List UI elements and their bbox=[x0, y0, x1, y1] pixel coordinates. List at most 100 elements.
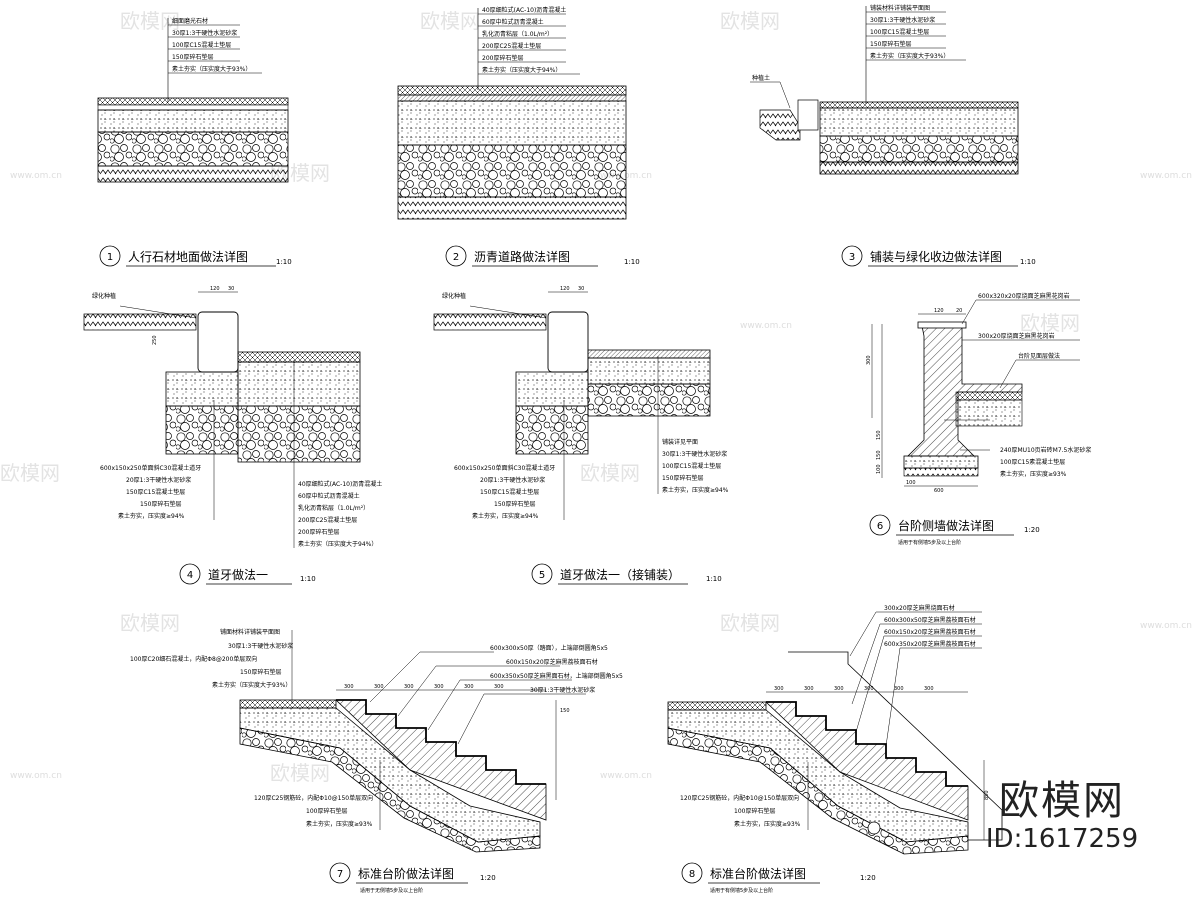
watermark-text: 欧模网 bbox=[420, 9, 480, 33]
layer-label: 600x350x20厚芝麻黑荔枝面石材 bbox=[884, 640, 976, 648]
layer-label: 240厚MU10页岩砖M7.5水泥砂浆 bbox=[1000, 446, 1091, 454]
dim-label: 30 bbox=[578, 286, 584, 292]
brand-id: ID:1617259 bbox=[985, 824, 1139, 854]
watermark-text: 欧模网 bbox=[120, 611, 180, 635]
detail-scale: 1:20 bbox=[860, 874, 876, 882]
wall-section bbox=[907, 325, 1023, 457]
layer-labels-left: 铺面材料详铺装平面图 30厚1:3干硬性水泥砂浆 100厚C20细石混凝土，内配… bbox=[130, 628, 293, 704]
layer-label: 素土夯实，压实度≥94% bbox=[472, 512, 539, 520]
watermark-url: www.om.cn bbox=[10, 771, 62, 781]
watermark-url: www.om.cn bbox=[600, 771, 652, 781]
layer-label: 300x20厚烧面芝麻黑花岗岩 bbox=[978, 332, 1055, 340]
layer-label: 100厚C15混凝土垫层 bbox=[172, 41, 231, 49]
detail-subtitle: 适用于无侧墙5步及以上台阶 bbox=[360, 887, 423, 894]
layer-label: 30厚1:3干硬性水泥砂浆 bbox=[228, 642, 293, 650]
dim-label: 300 bbox=[866, 355, 872, 365]
detail-title: 道牙做法一 bbox=[208, 567, 268, 582]
dim-label: 300 bbox=[344, 684, 354, 690]
watermark-text: 欧模网 bbox=[0, 461, 60, 485]
watermark-url: www.om.cn bbox=[10, 171, 62, 181]
note-label: 绿化种植 bbox=[92, 292, 116, 300]
layer-label: 150厚碎石垫层 bbox=[662, 474, 703, 482]
layer-label: 150厚碎石垫层 bbox=[870, 40, 911, 48]
dim-label: 120 bbox=[934, 308, 944, 314]
layer-labels-left: 600x150x250单面斜C30混凝土道牙 20厚1:3干硬性水泥砂浆 150… bbox=[100, 400, 215, 520]
detail-subtitle: 适用于有侧墙5步及以上台阶 bbox=[898, 539, 961, 546]
layer-label: 素土夯实（压实度大于93%） bbox=[870, 52, 949, 60]
layer-label: 乳化沥青粘层（1.0L/m²） bbox=[298, 504, 369, 512]
layer-label: 20厚1:3干硬性水泥砂浆 bbox=[126, 476, 191, 484]
dim-label: 100 bbox=[876, 464, 882, 474]
detail-4-curb: 120 30 250 绿化种植 600x150x250单面斜C30混凝土道牙 2… bbox=[83, 286, 382, 585]
detail-subtitle: 适用于有侧墙5步及以上台阶 bbox=[710, 887, 773, 894]
layer-label: 100厚C15混凝土垫层 bbox=[870, 28, 929, 36]
layer-label: 150厚碎石垫层 bbox=[172, 53, 213, 61]
brand-name: 欧模网 bbox=[999, 778, 1125, 824]
layer-label: 600x150x250单面斜C30混凝土道牙 bbox=[100, 464, 201, 472]
detail-number: 2 bbox=[453, 252, 459, 263]
detail-title: 人行石材地面做法详图 bbox=[128, 249, 248, 264]
layer-label: 200厚碎石垫层 bbox=[298, 528, 339, 536]
concrete-layer bbox=[97, 109, 289, 133]
detail-3-paving-edge: 种植土 铺装材料详铺装平面图 30厚1:3干硬性水泥砂浆 100厚C15混凝土垫… bbox=[750, 4, 1036, 267]
layer-label: 100厚C15混凝土垫层 bbox=[662, 462, 721, 470]
dim-label: 120 bbox=[560, 286, 570, 292]
dim-label: 600 bbox=[934, 488, 944, 494]
detail-number: 1 bbox=[107, 252, 113, 263]
layer-label: 素土夯实，压实度≥94% bbox=[118, 512, 185, 520]
dim-label: 300 bbox=[374, 684, 384, 690]
layer-label: 100厚碎石垫层 bbox=[306, 807, 347, 815]
section-marker bbox=[867, 821, 881, 835]
detail-scale: 1:10 bbox=[1020, 258, 1036, 266]
dim-label: 300 bbox=[804, 686, 814, 692]
layer-label: 铺面材料详铺装平面图 bbox=[220, 628, 280, 636]
dim-label: 100 bbox=[906, 480, 916, 486]
detail-title: 标准台阶做法详图 bbox=[358, 866, 454, 881]
layer-label: 素土夯实，压实度≥94% bbox=[662, 486, 729, 494]
layer-label: 素土夯实（压实度大于94%） bbox=[298, 540, 377, 548]
detail-number-circle bbox=[99, 245, 121, 267]
layer-labels: 40厚细粒式(AC-10)沥青混凝土 60厚中粒式沥青混凝土 乳化沥青粘层（1.… bbox=[478, 6, 580, 75]
dim-label: 20 bbox=[956, 308, 962, 314]
layer-label: 铺装材料详铺装平面图 bbox=[870, 4, 930, 12]
watermark-text: 欧模网 bbox=[270, 761, 330, 785]
layer-labels: 细面磨光石材 30厚1:3干硬性水泥砂浆 100厚C15混凝土垫层 150厚碎石… bbox=[168, 17, 262, 74]
watermark-url: www.om.cn bbox=[740, 321, 792, 331]
dim-label: 850 bbox=[984, 790, 990, 800]
detail-number: 3 bbox=[849, 252, 855, 263]
layer-label: 乳化沥青粘层（1.0L/m²） bbox=[482, 30, 553, 38]
detail-title: 铺装与绿化收边做法详图 bbox=[870, 249, 1002, 264]
curb-stone bbox=[197, 311, 239, 373]
dim-label: 300 bbox=[774, 686, 784, 692]
dim-label: 300 bbox=[434, 684, 444, 690]
watermark-text: 欧模网 bbox=[1020, 311, 1080, 335]
layer-label: 150厚碎石垫层 bbox=[494, 500, 535, 508]
layer-label: 600x150x20厚芝麻黑荔枝面石材 bbox=[884, 628, 976, 636]
dim-label: 150 bbox=[876, 430, 882, 440]
detail-6-step-wall: 300 150 150 100 120 20 100 600 600x320x2… bbox=[866, 292, 1091, 546]
detail-8-standard-steps-wall: 300 300 300 300 300 300 850 300x20厚芝麻黑烧面… bbox=[667, 604, 1003, 894]
layer-label: 200厚碎石垫层 bbox=[482, 54, 523, 62]
detail-scale: 1:10 bbox=[706, 575, 722, 583]
layer-labels-left: 600x150x250单面斜C30混凝土道牙 20厚1:3干硬性水泥砂浆 150… bbox=[454, 400, 565, 520]
brand-logo: 欧模网 ID:1617259 bbox=[962, 778, 1162, 854]
mortar-layer bbox=[97, 104, 289, 111]
layer-label: 60厚中粒式沥青混凝土 bbox=[298, 492, 360, 500]
layer-label: 300x20厚芝麻黑烧面石材 bbox=[884, 604, 955, 612]
dim-label: 120 bbox=[210, 286, 220, 292]
layer-label: 台阶见面层做法 bbox=[1018, 352, 1060, 360]
layer-labels-top: 600x300x50厚（踏面），上端部倒圆角5x5 600x150x20厚芝麻黑… bbox=[369, 644, 623, 745]
watermark-url: www.om.cn bbox=[1140, 621, 1192, 631]
detail-scale: 1:20 bbox=[1024, 526, 1040, 534]
stone-layer bbox=[97, 97, 289, 106]
layer-labels-right: 铺装详见平面 30厚1:3干硬性水泥砂浆 100厚C15混凝土垫层 150厚碎石… bbox=[657, 356, 729, 494]
dim-label: 150 bbox=[876, 450, 882, 460]
layer-label: 200厚C25混凝土垫层 bbox=[482, 42, 541, 50]
dim-label: 300 bbox=[464, 684, 474, 690]
detail-5-curb-paving: 120 30 绿化种植 600x150x250单面斜C30混凝土道牙 20厚1:… bbox=[433, 286, 729, 585]
layer-label: 20厚1:3干硬性水泥砂浆 bbox=[480, 476, 545, 484]
layer-labels: 铺装材料详铺装平面图 30厚1:3干硬性水泥砂浆 100厚C15混凝土垫层 15… bbox=[866, 4, 966, 61]
detail-title: 道牙做法一（接铺装） bbox=[560, 567, 680, 582]
layer-label: 60厚中粒式沥青混凝土 bbox=[482, 18, 544, 26]
